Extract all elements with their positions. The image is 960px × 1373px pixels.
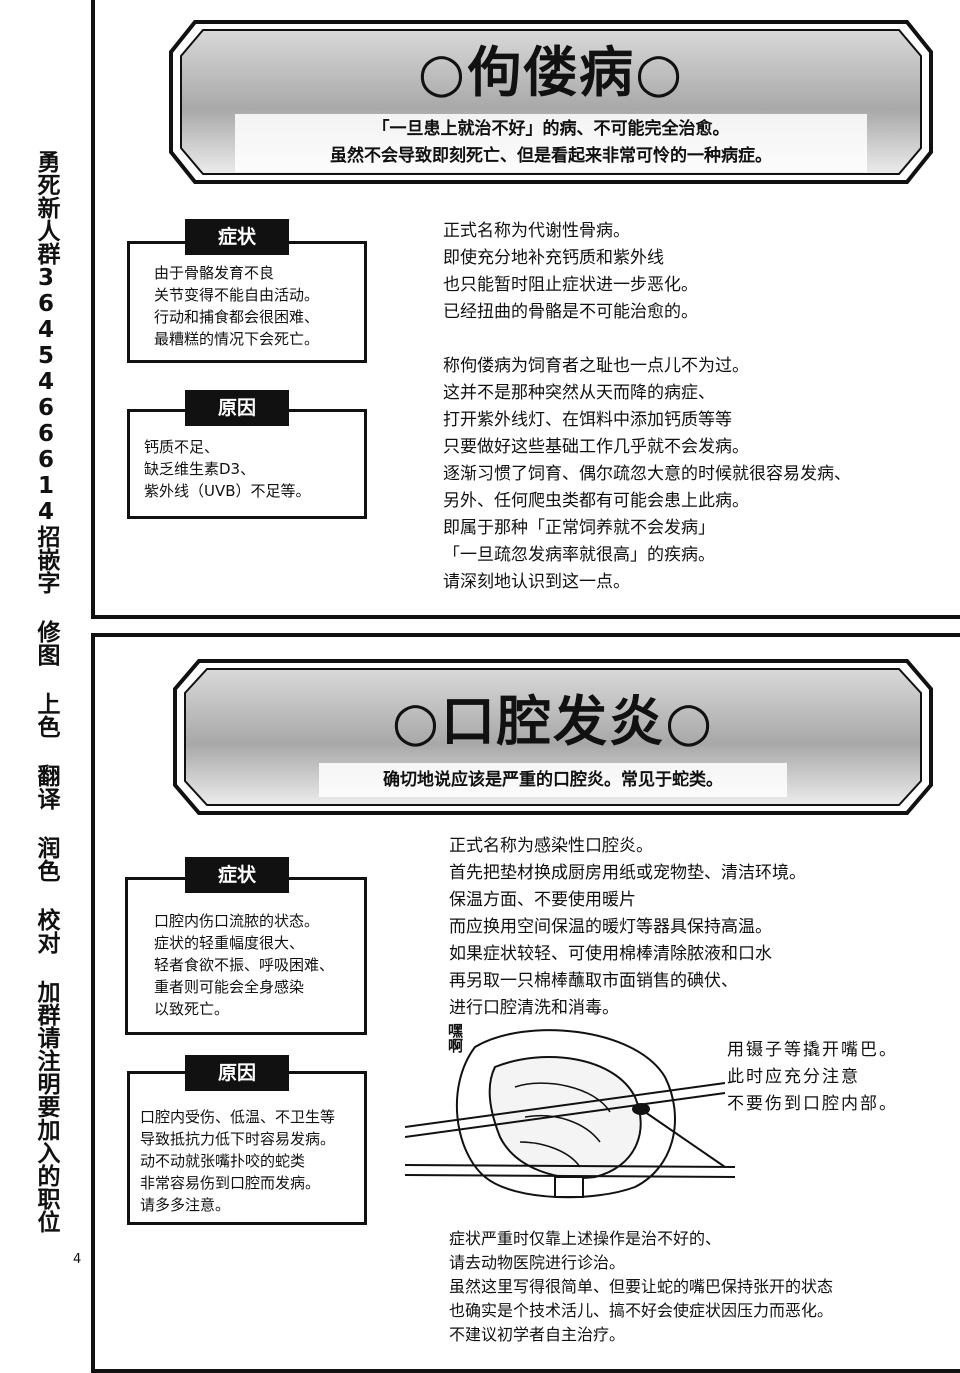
rickets-cause-label: 原因 <box>185 390 289 426</box>
rickets-symptoms-text: 由于骨骼发育不良 关节变得不能自由活动。 行动和捕食都会很困难、 最糟糕的情况下… <box>154 264 320 348</box>
snake-mouth-illustration <box>405 1029 735 1199</box>
rickets-panel: ○佝偻病○ 「一旦患上就治不好」的病、不可能完全治愈。 虽然不会导致即刻死亡、但… <box>91 0 960 619</box>
rickets-subtitle-line-2: 虽然不会导致即刻死亡、但是看起来非常可怜的一种病症。 <box>330 146 772 166</box>
sound-effect: 嘿啊 <box>446 1023 464 1053</box>
stomatitis-cause-text: 口腔内受伤、低温、不卫生等 导致抵抗力低下时容易发病。 动不动就张嘴扑咬的蛇类 … <box>140 1108 336 1214</box>
stomatitis-symptoms-box: 口腔内伤口流脓的状态。 症状的轻重幅度很大、 轻者食欲不振、呼吸困难、 重者则可… <box>125 877 367 1035</box>
rickets-cause-box: 钙质不足、 缺乏维生素D3、 紫外线（UVB）不足等。 <box>127 409 367 519</box>
stomatitis-bottom-text: 症状严重时仅靠上述操作是治不好的、 请去动物医院进行诊治。 虽然这里写得很简单、… <box>449 1229 834 1344</box>
stomatitis-symptoms-text: 口腔内伤口流脓的状态。 症状的轻重幅度很大、 轻者食欲不振、呼吸困难、 重者则可… <box>154 912 335 1018</box>
rickets-title: ○佝偻病○ <box>417 41 685 104</box>
stomatitis-symptoms-label: 症状 <box>185 857 289 893</box>
stomatitis-cause-label: 原因 <box>185 1055 289 1091</box>
rickets-main-text: 正式名称为代谢性骨病。 即使充分地补充钙质和紫外线 也只能暂时阻止症状进一步恶化… <box>443 221 851 592</box>
stomatitis-subtitle: 确切地说应该是严重的口腔炎。常见于蛇类。 <box>383 770 723 790</box>
stomatitis-cause-box: 口腔内受伤、低温、不卫生等 导致抵抗力低下时容易发病。 动不动就张嘴扑咬的蛇类 … <box>127 1071 367 1225</box>
banner-frame <box>173 659 933 815</box>
banner-frame <box>169 20 933 184</box>
tweezers-handwritten-note: 用镊子等撬开嘴巴。 此时应充分注意 不要伤到口腔内部。 <box>727 1040 898 1114</box>
stomatitis-main-text: 正式名称为感染性口腔炎。 首先把垫材换成厨房用纸或宠物垫、清洁环境。 保温方面、… <box>449 836 806 1018</box>
page-number: 4 <box>73 1252 82 1267</box>
stomatitis-title-banner: ○口腔发炎○ 确切地说应该是严重的口腔炎。常见于蛇类。 <box>169 651 937 823</box>
rickets-symptoms-label: 症状 <box>185 219 289 255</box>
scanlation-credit: 勇死新人群3645466614招嵌字 修图 上色 翻译 润色 校对 加群请注明要… <box>33 150 59 1233</box>
rickets-cause-text: 钙质不足、 缺乏维生素D3、 紫外线（UVB）不足等。 <box>144 438 311 500</box>
stomatitis-title: ○口腔发炎○ <box>391 690 715 753</box>
rickets-title-banner: ○佝偻病○ 「一旦患上就治不好」的病、不可能完全治愈。 虽然不会导致即刻死亡、但… <box>165 12 937 192</box>
stomatitis-panel: ○口腔发炎○ 确切地说应该是严重的口腔炎。常见于蛇类。 口腔内伤口流脓的状态。 … <box>91 633 960 1373</box>
rickets-subtitle-line-1: 「一旦患上就治不好」的病、不可能完全治愈。 <box>372 119 730 139</box>
rickets-symptoms-box: 由于骨骼发育不良 关节变得不能自由活动。 行动和捕食都会很困难、 最糟糕的情况下… <box>127 241 367 363</box>
